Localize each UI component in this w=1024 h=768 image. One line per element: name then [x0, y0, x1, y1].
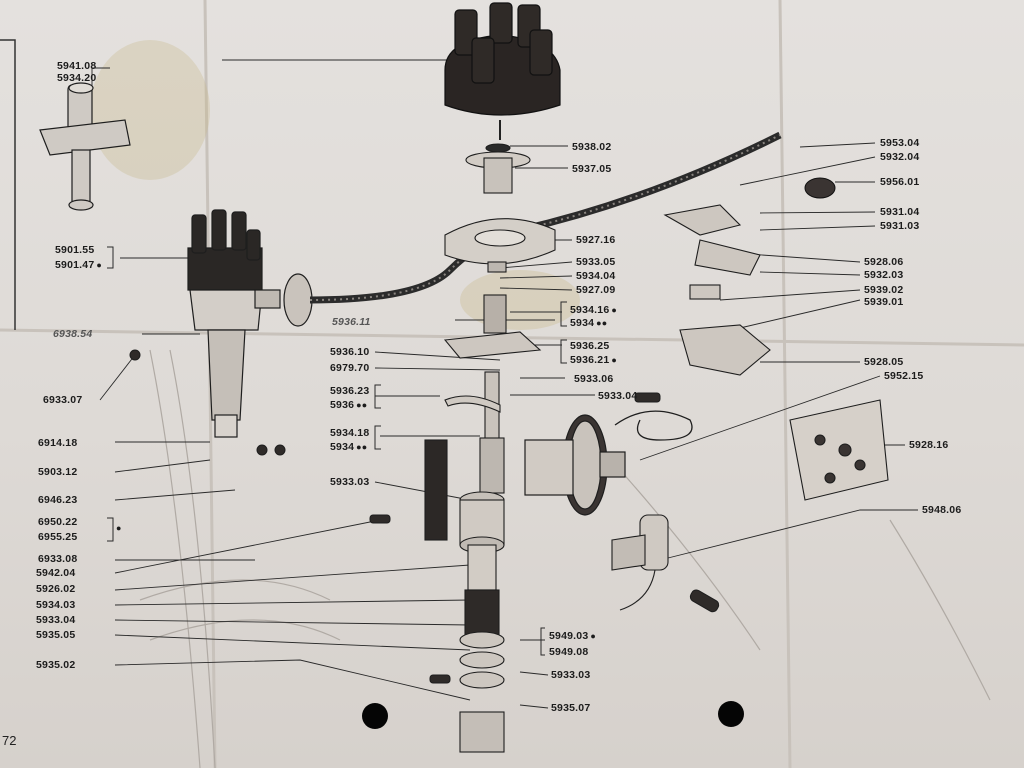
- part-label: 5927.09: [576, 284, 616, 296]
- part-label: 5932.03: [864, 269, 904, 281]
- vacuum-advance-drawing: [524, 414, 626, 516]
- part-label: 5939.02: [864, 284, 904, 296]
- part-label-with-mark: 5901.47●: [55, 259, 102, 271]
- part-label: 5936.23: [330, 385, 370, 397]
- part-label: 5936.11: [332, 316, 371, 328]
- part-label-with-mark: 5934.16●: [570, 304, 617, 316]
- part-label-with-mark: 5949.03●: [549, 630, 596, 642]
- part-label: 5939.01: [864, 296, 904, 308]
- part-label: 5936.10: [330, 346, 370, 358]
- part-label: 5901.55: [55, 244, 95, 256]
- brackets: [107, 246, 567, 656]
- part-label: 5949.08: [549, 646, 589, 658]
- part-label: 5933.04: [598, 390, 638, 402]
- part-label: 5935.05: [36, 629, 76, 641]
- part-label: 5933.06: [574, 373, 614, 385]
- part-label-with-mark: 5934●●: [570, 317, 608, 329]
- repair-kit-card-drawing: [789, 399, 889, 501]
- part-label: 5956.01: [880, 176, 920, 188]
- part-label: 6933.08: [38, 553, 78, 565]
- distributor-shaft-drawing: [443, 294, 542, 494]
- part-label: 6933.07: [43, 394, 83, 406]
- part-label-with-mark: 5936.21●: [570, 354, 617, 366]
- frame-border: [0, 39, 16, 330]
- part-label: 5931.03: [880, 220, 920, 232]
- part-label: 6938.54: [53, 328, 93, 340]
- part-label: 5934.03: [36, 599, 76, 611]
- grommet-drawing: [804, 177, 836, 199]
- part-label: 5933.05: [576, 256, 616, 268]
- part-label: 5936.25: [570, 340, 610, 352]
- rotor-drawing: [465, 143, 531, 194]
- part-label: 5931.04: [880, 206, 920, 218]
- small-parts-drawing: [129, 349, 720, 684]
- part-label: 6914.18: [38, 437, 78, 449]
- part-label: 5935.02: [36, 659, 76, 671]
- part-label: 6946.23: [38, 494, 78, 506]
- part-label: 5942.04: [36, 567, 76, 579]
- part-label: 5928.05: [864, 356, 904, 368]
- part-label: 5926.02: [36, 583, 76, 595]
- part-label: 5937.05: [572, 163, 612, 175]
- breaker-plate-drawing: [444, 218, 556, 273]
- part-label: 5932.04: [880, 151, 920, 163]
- part-label: 5928.06: [864, 256, 904, 268]
- breaker-point-assembly-drawing: [39, 82, 131, 211]
- complete-distributor-drawing: [187, 209, 313, 438]
- part-label: 5933.03: [551, 669, 591, 681]
- part-label: 5933.03: [330, 476, 370, 488]
- condenser-drawing: [611, 514, 669, 611]
- spring-clip-drawing: [614, 410, 693, 441]
- part-label: 6950.22: [38, 516, 78, 528]
- distributor-housing-drawing: [424, 439, 505, 753]
- part-label: 5948.06: [922, 504, 962, 516]
- bleed-through-drawing: [139, 349, 991, 768]
- part-label: 6979.70: [330, 362, 370, 374]
- part-label: 5928.16: [909, 439, 949, 451]
- distributor-cap-drawing: [444, 2, 561, 140]
- part-label: 5934.18: [330, 427, 370, 439]
- part-label: 5934.20: [57, 72, 97, 84]
- contact-points-drawing: [663, 204, 771, 376]
- part-label: 5903.12: [38, 466, 78, 478]
- page-number: 72: [2, 733, 17, 748]
- binder-hole: [362, 703, 388, 729]
- stain: [90, 40, 210, 180]
- stain: [460, 270, 580, 330]
- part-label: 5927.16: [576, 234, 616, 246]
- part-label: 5934.04: [576, 270, 616, 282]
- binder-hole: [718, 701, 744, 727]
- part-label-with-mark: 5936●●: [330, 399, 368, 411]
- part-label: 5941.08: [57, 60, 97, 72]
- part-label: 5938.02: [572, 141, 612, 153]
- part-label: 5953.04: [880, 137, 920, 149]
- part-label: 5935.07: [551, 702, 591, 714]
- part-label-with-mark: 5934●●: [330, 441, 368, 453]
- part-label: 5933.04: [36, 614, 76, 626]
- part-label-with-mark: 6955.25●: [38, 523, 122, 543]
- part-label: 5952.15: [884, 370, 924, 382]
- leader-lines: [91, 59, 918, 709]
